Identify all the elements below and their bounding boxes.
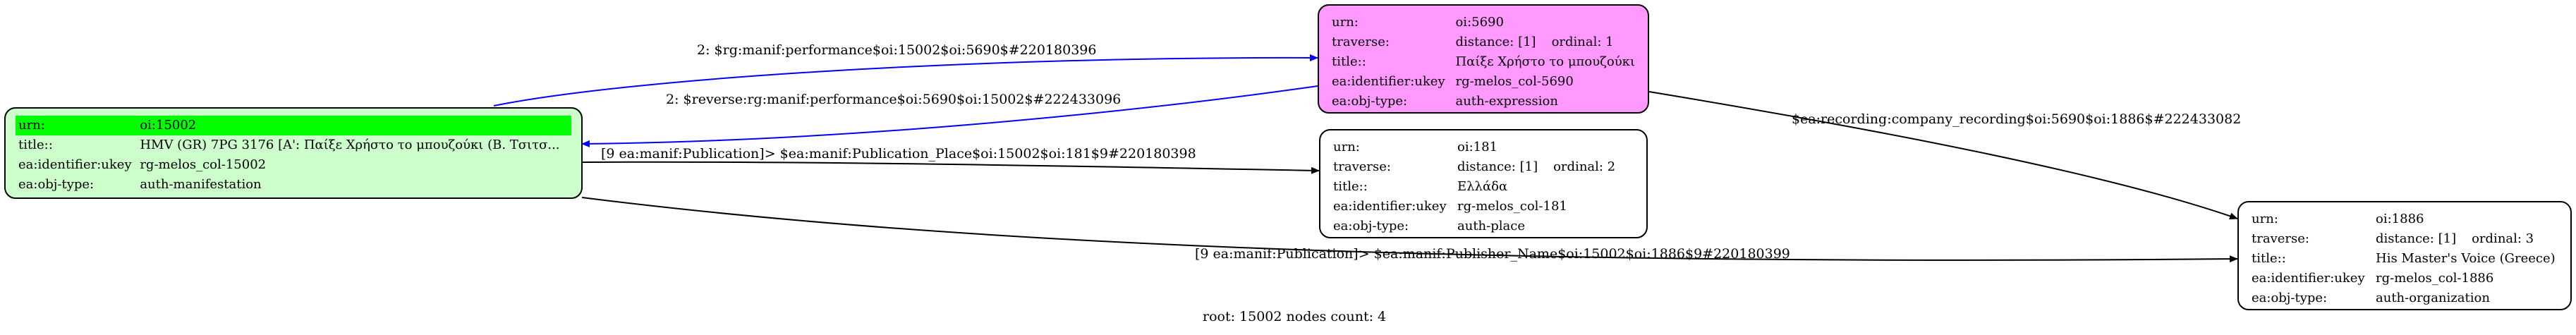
edge-label-publisher-name: [9 ea:manif:Publication]> $ea:manif:Publ… <box>1195 246 1790 262</box>
node-value: oi:5690 <box>1455 15 1504 30</box>
node-key: ea:identifier:ukey <box>2252 271 2365 286</box>
node-value: rg-melos_col-1886 <box>2376 271 2494 286</box>
node-key: ea:identifier:ukey <box>1332 74 1445 89</box>
node-row-urn: urn: oi:15002 <box>16 116 571 135</box>
edge-label-reverse-performance: 2: $reverse:rg:manif:performance$oi:5690… <box>666 92 1122 107</box>
edge-label-performance: 2: $rg:manif:performance$oi:15002$oi:569… <box>697 42 1097 58</box>
node-value: Ελλάδα <box>1457 179 1508 194</box>
node-value: auth-place <box>1457 219 1525 233</box>
node-value: rg-melos_col-15002 <box>140 157 267 172</box>
node-row-traverse: traverse: distance: [1] ordinal: 2 <box>1330 157 1618 177</box>
edge-publisher-name[interactable] <box>581 197 2238 263</box>
node-key: ea:obj-type: <box>2252 291 2328 305</box>
traverse-ordinal: ordinal: 2 <box>1553 159 1616 174</box>
node-key: ea:identifier:ukey <box>18 157 132 172</box>
node-key: urn: <box>1333 140 1360 154</box>
node-value: Παίξε Χρήστο το μπουζούκι <box>1455 54 1635 69</box>
edge-reverse-performance[interactable] <box>581 85 1318 147</box>
node-value: rg-melos_col-5690 <box>1455 74 1574 89</box>
node-value: HMV (GR) 7PG 3176 [A': Παίξε Χρήστο το μ… <box>140 138 560 152</box>
node-row-title: title:: Παίξε Χρήστο το μπουζούκι <box>1329 52 1638 72</box>
node-key: traverse: <box>1332 35 1390 49</box>
node-value: auth-manifestation <box>140 177 262 192</box>
node-key: traverse: <box>1333 159 1391 174</box>
node-row-obj-type: ea:obj-type: auth-place <box>1330 217 1618 236</box>
node-key: title:: <box>1333 179 1368 194</box>
node-key: ea:identifier:ukey <box>1333 199 1447 214</box>
node-value: auth-expression <box>1455 94 1558 109</box>
node-key: ea:obj-type: <box>1332 94 1408 109</box>
node-value: His Master's Voice (Greece) <box>2376 251 2556 266</box>
node-row-obj-type: ea:obj-type: auth-expression <box>1329 92 1638 111</box>
node-key: title:: <box>18 138 53 152</box>
node-row-title: title:: His Master's Voice (Greece) <box>2249 249 2558 269</box>
node-row-ukey: ea:identifier:ukey rg-melos_col-1886 <box>2249 269 2558 288</box>
traverse-ordinal: ordinal: 1 <box>1551 35 1614 49</box>
node-row-ukey: ea:identifier:ukey rg-melos_col-5690 <box>1329 72 1638 92</box>
node-row-obj-type: ea:obj-type: auth-organization <box>2249 288 2558 308</box>
node-row-ukey: ea:identifier:ukey rg-melos_col-181 <box>1330 197 1618 217</box>
node-row-ukey: ea:identifier:ukey rg-melos_col-15002 <box>16 155 571 175</box>
node-key: title:: <box>2252 251 2286 266</box>
node-value: oi:181 <box>1457 140 1498 154</box>
node-row-obj-type: ea:obj-type: auth-manifestation <box>16 175 571 195</box>
node-key: urn: <box>2252 212 2278 226</box>
node-key: ea:obj-type: <box>1333 219 1409 233</box>
traverse-distance: distance: [1] <box>1455 35 1536 49</box>
node-value: distance: [1] ordinal: 2 <box>1454 157 1618 177</box>
traverse-distance: distance: [1] <box>1457 159 1538 174</box>
node-value: rg-melos_col-181 <box>1457 199 1567 214</box>
node-key: urn: <box>1332 15 1359 30</box>
node-row-urn: urn: oi:181 <box>1330 138 1618 157</box>
node-row-traverse: traverse: distance: [1] ordinal: 1 <box>1329 32 1638 52</box>
node-oi-15002[interactable]: urn: oi:15002 title:: HMV (GR) 7PG 3176 … <box>4 107 583 199</box>
node-row-traverse: traverse: distance: [1] ordinal: 3 <box>2249 229 2558 249</box>
node-key: ea:obj-type: <box>18 177 95 192</box>
traverse-distance: distance: [1] <box>2376 231 2457 246</box>
node-oi-5690[interactable]: urn: oi:5690 traverse: distance: [1] ordi… <box>1318 4 1649 114</box>
edge-company-recording[interactable] <box>1648 91 2238 220</box>
node-value: distance: [1] ordinal: 3 <box>2373 229 2558 249</box>
node-oi-181[interactable]: urn: oi:181 traverse: distance: [1] ordin… <box>1319 129 1648 238</box>
node-oi-1886[interactable]: urn: oi:1886 traverse: distance: [1] ordi… <box>2237 201 2572 310</box>
node-row-title: title:: Ελλάδα <box>1330 177 1618 197</box>
node-row-urn: urn: oi:1886 <box>2249 209 2558 229</box>
edge-label-publication-place: [9 ea:manif:Publication]> $ea:manif:Publ… <box>601 146 1196 162</box>
edge-publication-place[interactable] <box>581 161 1320 174</box>
node-key: urn: <box>16 116 138 135</box>
graph-footer: root: 15002 nodes count: 4 <box>1203 309 1387 324</box>
node-row-title: title:: HMV (GR) 7PG 3176 [A': Παίξε Χρή… <box>16 135 571 155</box>
edge-label-company-recording: $ea:recording:company_recording$oi:5690$… <box>1792 111 2242 127</box>
node-value: distance: [1] ordinal: 1 <box>1452 32 1638 52</box>
traverse-ordinal: ordinal: 3 <box>2472 231 2534 246</box>
node-row-urn: urn: oi:5690 <box>1329 13 1638 32</box>
edge-performance[interactable] <box>493 54 1318 106</box>
node-key: traverse: <box>2252 231 2309 246</box>
node-value: oi:1886 <box>2376 212 2424 226</box>
node-key: title:: <box>1332 54 1366 69</box>
node-value: oi:15002 <box>137 116 571 135</box>
node-value: auth-organization <box>2376 291 2490 305</box>
